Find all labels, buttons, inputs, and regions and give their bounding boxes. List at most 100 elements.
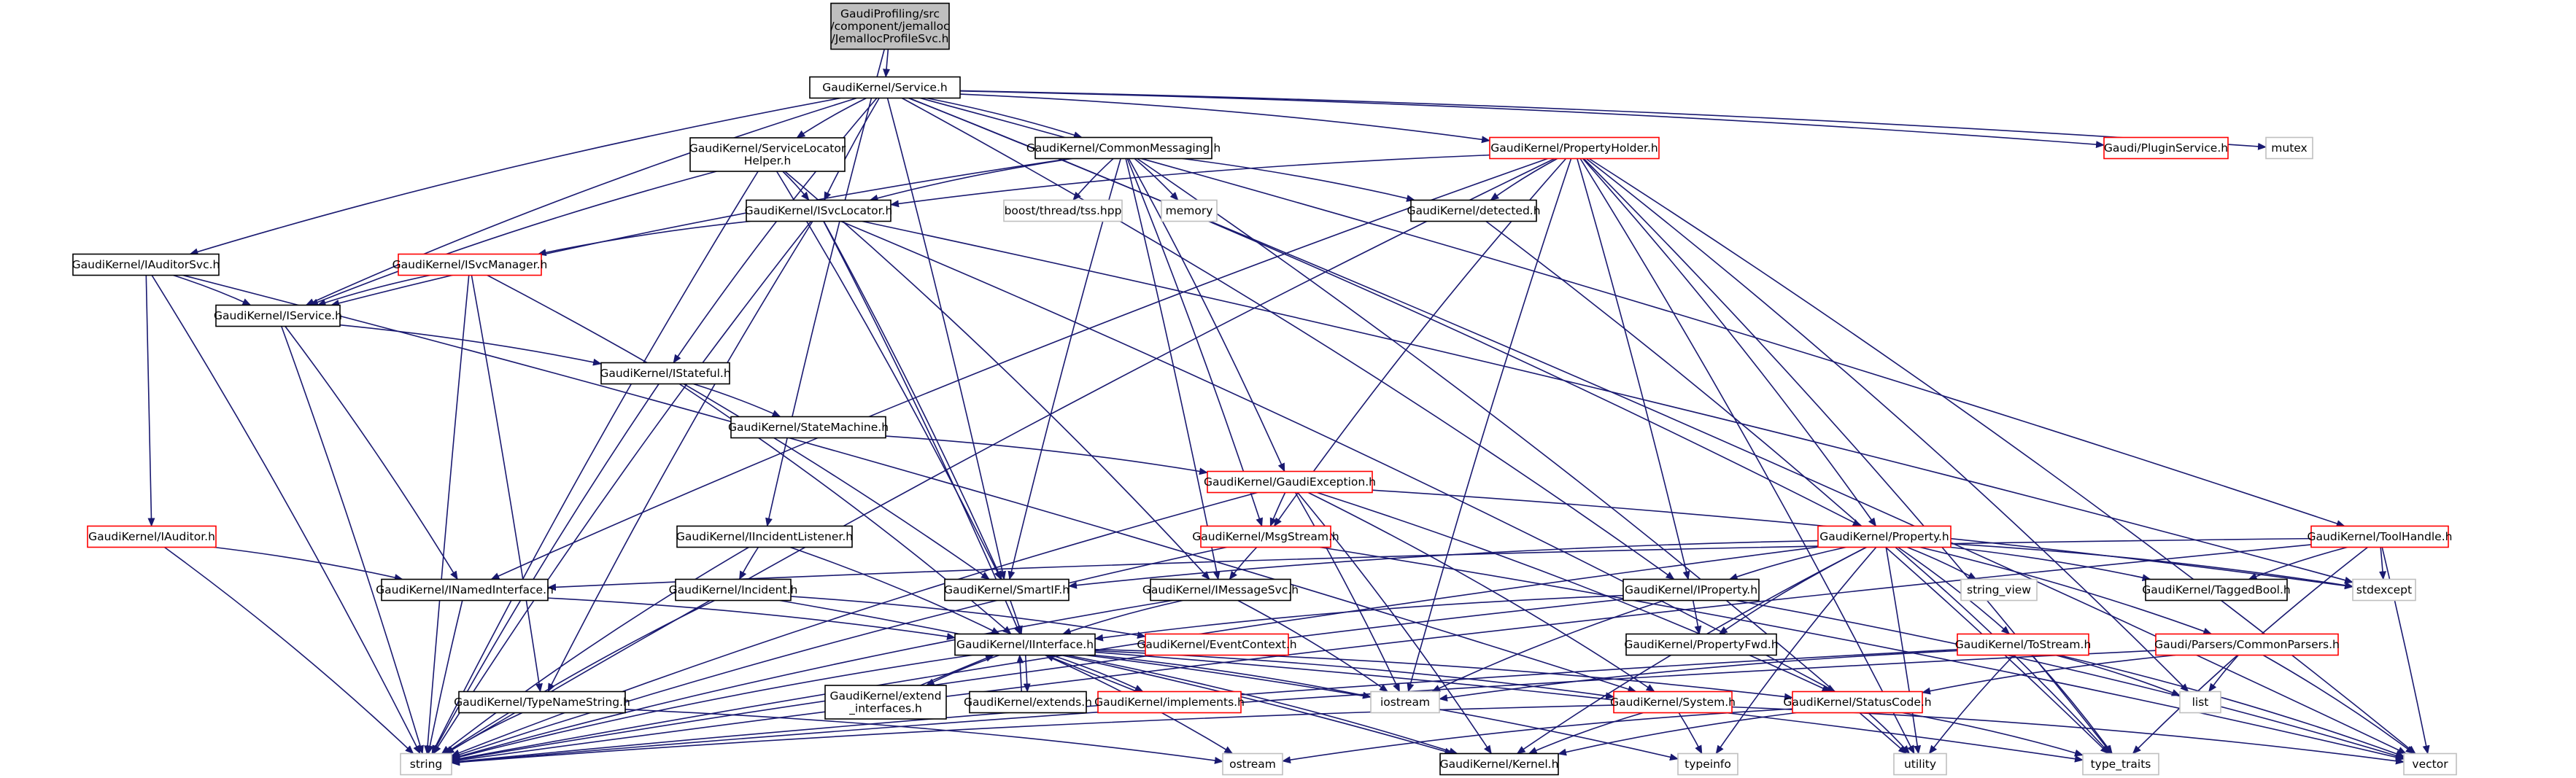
node-label: GaudiKernel/IProperty.h bbox=[1625, 583, 1757, 596]
node-smartif[interactable]: GaudiKernel/SmartIF.h bbox=[944, 578, 1070, 602]
node-extend-interfaces[interactable]: GaudiKernel/extend_interfaces.h bbox=[824, 685, 947, 720]
node-stdexcept: stdexcept bbox=[2352, 578, 2416, 602]
edge-property_holder-to-string bbox=[445, 157, 1555, 755]
edge-property_holder-to-iproperty bbox=[1577, 158, 1690, 580]
edge-common_messaging-to-memory bbox=[1134, 157, 1179, 201]
node-msgstream[interactable]: GaudiKernel/MsgStream.h bbox=[1192, 525, 1339, 548]
node-detected[interactable]: GaudiKernel/detected.h bbox=[1407, 199, 1541, 222]
edge-iinterface-to-iostream bbox=[1094, 654, 1372, 699]
node-gaudiexception[interactable]: GaudiKernel/GaudiException.h bbox=[1204, 470, 1376, 494]
node-iservice[interactable]: GaudiKernel/IService.h bbox=[214, 304, 342, 327]
edge-incident-to-string bbox=[444, 599, 715, 755]
node-system[interactable]: GaudiKernel/System.h bbox=[1610, 691, 1736, 714]
node-iinterface[interactable]: GaudiKernel/IInterface.h bbox=[954, 633, 1096, 656]
edge-service-to-smartif bbox=[886, 98, 1006, 580]
node-inamedinterface[interactable]: GaudiKernel/INamedInterface.h bbox=[376, 578, 554, 602]
edge-gaudiexception-to-system bbox=[1307, 491, 1655, 693]
node-label: GaudiKernel/IAuditor.h bbox=[88, 530, 215, 543]
node-iproperty[interactable]: GaudiKernel/IProperty.h bbox=[1622, 578, 1760, 602]
node-tss: boost/thread/tss.hpp bbox=[1003, 199, 1123, 222]
node-label: /component/jemalloc bbox=[830, 20, 949, 33]
node-service[interactable]: GaudiKernel/Service.h bbox=[809, 76, 961, 99]
edge-isvclocator-to-smartif bbox=[823, 221, 1002, 580]
node-statemachine[interactable]: GaudiKernel/StateMachine.h bbox=[728, 416, 889, 439]
node-label: GaudiKernel/IService.h bbox=[214, 309, 342, 322]
node-label: GaudiKernel/CommonMessaging.h bbox=[1026, 141, 1221, 155]
node-label: boost/thread/tss.hpp bbox=[1005, 204, 1122, 217]
node-iostream: iostream bbox=[1370, 691, 1440, 714]
node-box bbox=[1200, 525, 1331, 548]
node-box bbox=[830, 2, 950, 50]
node-kernel[interactable]: GaudiKernel/Kernel.h bbox=[1439, 752, 1559, 776]
node-label: GaudiKernel/SmartIF.h bbox=[944, 583, 1070, 596]
node-box bbox=[87, 525, 217, 548]
node-box bbox=[954, 633, 1096, 656]
node-implements[interactable]: GaudiKernel/implements.h bbox=[1094, 691, 1245, 714]
node-eventcontext[interactable]: GaudiKernel/EventContext.h bbox=[1137, 633, 1297, 656]
node-statuscode[interactable]: GaudiKernel/StatusCode.h bbox=[1783, 691, 1932, 714]
edge-tostream-to-list bbox=[2055, 654, 2181, 696]
node-isvcmanager[interactable]: GaudiKernel/ISvcManager.h bbox=[392, 253, 548, 276]
node-box bbox=[969, 691, 1087, 714]
node-toolhandle[interactable]: GaudiKernel/ToolHandle.h bbox=[2308, 525, 2453, 548]
edge-imessagesvc-to-iostream bbox=[1237, 599, 1388, 693]
node-incident[interactable]: GaudiKernel/Incident.h bbox=[669, 578, 798, 602]
edge-property-to-typeinfo bbox=[1715, 546, 1877, 755]
node-memory: memory bbox=[1161, 199, 1218, 222]
edge-iinterface-to-string bbox=[451, 654, 972, 761]
node-property-holder[interactable]: GaudiKernel/PropertyHolder.h bbox=[1489, 136, 1660, 160]
node-property[interactable]: GaudiKernel/Property.h bbox=[1817, 525, 1952, 548]
dependency-edges bbox=[145, 49, 2430, 766]
edge-property-to-commonparsers bbox=[1919, 546, 2213, 635]
node-box bbox=[398, 253, 542, 276]
node-isvclocator[interactable]: GaudiKernel/ISvcLocator.h bbox=[745, 199, 893, 222]
edge-iproperty-to-string bbox=[451, 599, 1624, 763]
edge-iauditor-to-inamedinterface bbox=[214, 546, 403, 581]
edge-extends-to-iinterface bbox=[1016, 654, 1024, 692]
node-taggedbool[interactable]: GaudiKernel/TaggedBool.h bbox=[2142, 578, 2291, 602]
edge-toolhandle-to-vector bbox=[2381, 547, 2430, 755]
node-label: GaudiKernel/extend bbox=[829, 690, 941, 703]
edge-toolhandle-to-stdexcept bbox=[2378, 547, 2386, 580]
edge-commonparsers-to-statuscode bbox=[1922, 654, 2176, 695]
edge-service-to-istateful bbox=[673, 97, 878, 364]
node-label: _interfaces.h bbox=[848, 702, 922, 716]
node-box bbox=[1097, 691, 1242, 714]
node-iauditor[interactable]: GaudiKernel/IAuditor.h bbox=[87, 525, 217, 548]
edge-system-to-kernel bbox=[1528, 712, 1644, 755]
node-common-messaging[interactable]: GaudiKernel/CommonMessaging.h bbox=[1026, 136, 1221, 160]
node-label: GaudiKernel/IIncidentListener.h bbox=[676, 530, 853, 543]
node-iincidentlistener[interactable]: GaudiKernel/IIncidentListener.h bbox=[676, 525, 853, 548]
edge-iservice-to-istateful bbox=[339, 324, 602, 366]
node-label: GaudiKernel/Kernel.h bbox=[1440, 758, 1559, 771]
node-tostream[interactable]: GaudiKernel/ToStream.h bbox=[1955, 633, 2092, 656]
edge-iincidentlistener-to-iinterface bbox=[789, 546, 1000, 635]
node-label: GaudiKernel/ISvcManager.h bbox=[392, 258, 548, 271]
node-propertyfwd[interactable]: GaudiKernel/PropertyFwd.h bbox=[1624, 633, 1779, 656]
edge-property-to-stdexcept bbox=[1950, 542, 2353, 589]
node-commonparsers[interactable]: Gaudi/Parsers/CommonParsers.h bbox=[2154, 633, 2340, 656]
node-label: GaudiKernel/detected.h bbox=[1407, 204, 1540, 217]
node-label: GaudiKernel/INamedInterface.h bbox=[376, 583, 554, 596]
node-plugin-service[interactable]: Gaudi/PluginService.h bbox=[2103, 136, 2229, 160]
node-label: GaudiKernel/PropertyHolder.h bbox=[1490, 141, 1658, 155]
edge-extend_interfaces-to-iinterface bbox=[920, 654, 994, 686]
edge-iproperty-to-propertyfwd bbox=[1692, 600, 1702, 635]
node-root[interactable]: GaudiProfiling/src/component/jemalloc/Je… bbox=[830, 2, 950, 50]
node-imessagesvc[interactable]: GaudiKernel/IMessageSvc.h bbox=[1142, 578, 1299, 602]
edge-service-to-plugin_service bbox=[959, 90, 2105, 149]
edge-iproperty-to-vector bbox=[1736, 599, 2405, 760]
node-label: typeinfo bbox=[1685, 758, 1731, 771]
node-box bbox=[2103, 136, 2229, 160]
node-utility: utility bbox=[1893, 752, 1947, 776]
node-istateful[interactable]: GaudiKernel/IStateful.h bbox=[600, 362, 731, 385]
node-typenamestring[interactable]: GaudiKernel/TypeNameString.h bbox=[454, 691, 630, 714]
node-label: GaudiKernel/IAuditorSvc.h bbox=[72, 258, 220, 271]
edge-svclocator_helper-to-iservice bbox=[309, 171, 717, 306]
node-iauditorsvc[interactable]: GaudiKernel/IAuditorSvc.h bbox=[72, 253, 220, 276]
node-label: Helper.h bbox=[744, 155, 792, 168]
node-extends[interactable]: GaudiKernel/extends.h bbox=[964, 691, 1092, 714]
node-type-traits: type_traits bbox=[2082, 752, 2159, 776]
edge-common_messaging-to-utility bbox=[1137, 157, 1908, 755]
